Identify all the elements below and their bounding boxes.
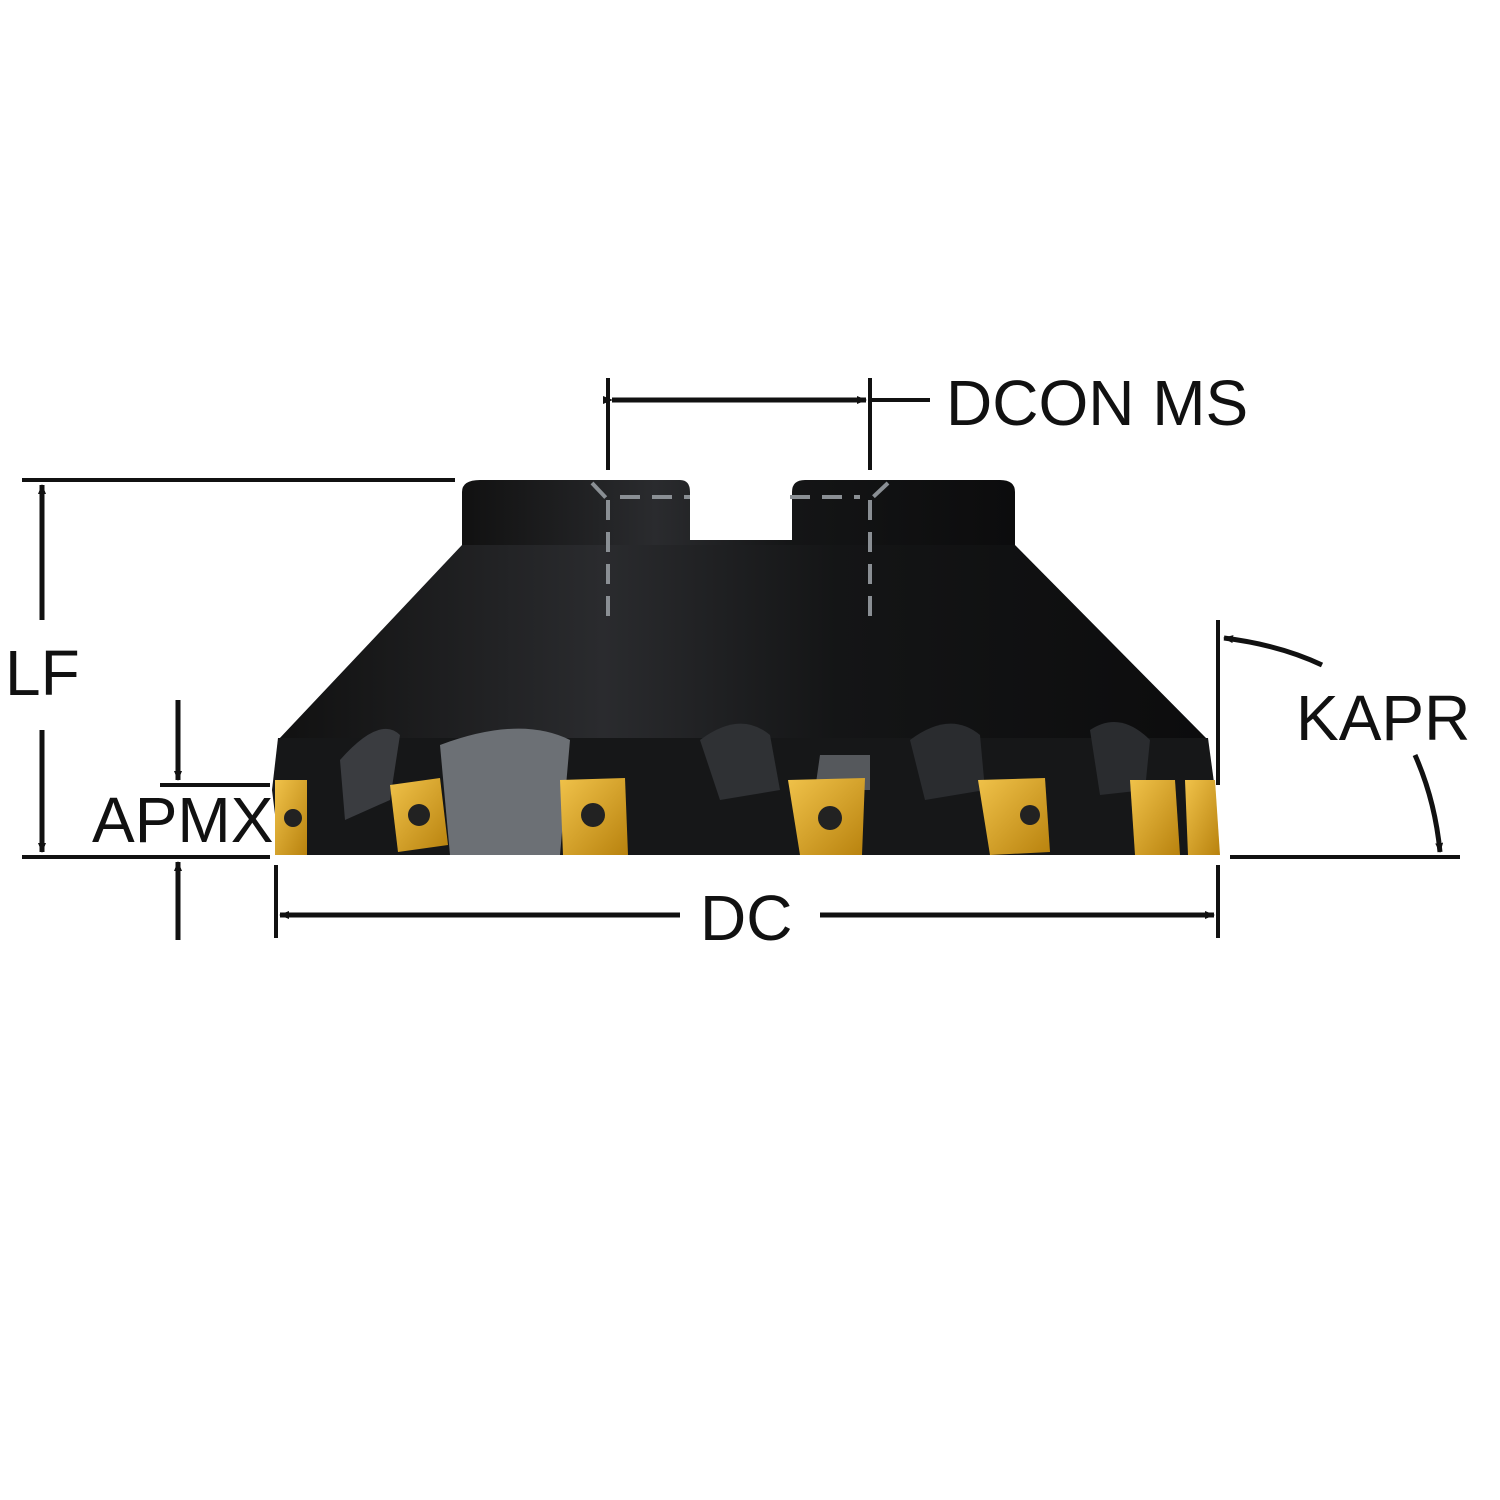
insert bbox=[390, 778, 448, 852]
label-dc: DC bbox=[700, 882, 792, 954]
insert bbox=[275, 780, 307, 855]
dimension-dcon: DCON MS bbox=[603, 367, 1248, 470]
insert bbox=[1130, 780, 1180, 855]
insert bbox=[788, 778, 865, 855]
insert bbox=[560, 778, 628, 855]
label-lf: LF bbox=[5, 637, 80, 709]
label-apmx: APMX bbox=[92, 784, 273, 856]
chip-pocket bbox=[340, 728, 400, 820]
dimension-kapr: KAPR bbox=[1216, 620, 1470, 859]
hidden-lines bbox=[590, 481, 890, 625]
chip-pocket bbox=[700, 723, 780, 800]
label-dcon-ms: DCON MS bbox=[946, 367, 1248, 439]
cutter-body bbox=[272, 480, 1215, 855]
dimension-apmx: APMX bbox=[92, 700, 273, 940]
inserts bbox=[275, 778, 1220, 855]
dimension-lf: LF bbox=[5, 478, 455, 859]
shank-cylinder bbox=[462, 480, 1015, 548]
chip-pocket bbox=[1090, 722, 1150, 795]
label-kapr: KAPR bbox=[1296, 682, 1470, 754]
chip-pocket bbox=[440, 728, 570, 855]
insert bbox=[978, 778, 1050, 855]
chip-pocket bbox=[910, 723, 985, 800]
dimension-dc: DC bbox=[274, 865, 1220, 954]
insert bbox=[1185, 780, 1220, 855]
cone-body bbox=[278, 545, 1208, 740]
